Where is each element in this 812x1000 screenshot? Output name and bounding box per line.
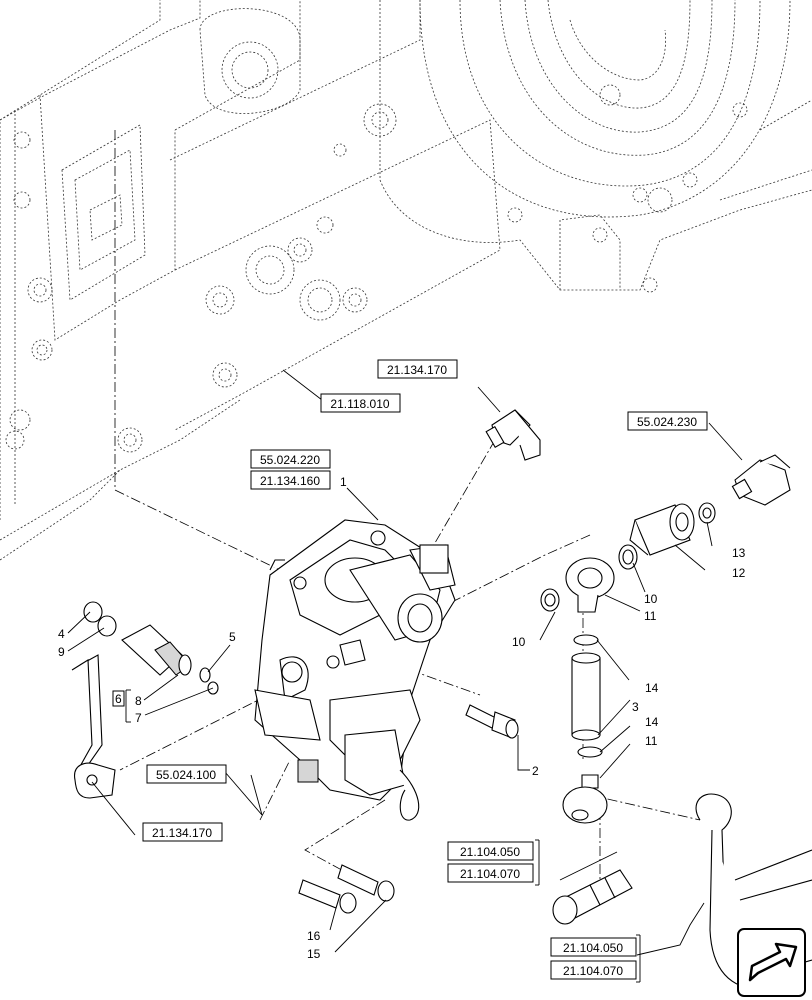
callout-10-lower: 10	[512, 635, 526, 649]
bolt-15	[337, 864, 395, 902]
callout-16: 16	[307, 929, 321, 943]
ref-21-104-070-middle[interactable]: 21.104.070	[447, 863, 534, 883]
banjo-fitting-11-upper	[565, 557, 615, 613]
leader-lines	[67, 369, 743, 983]
ref-21-134-160[interactable]: 21.134.160	[250, 470, 331, 490]
ref-21-134-170-top[interactable]: 21.134.170	[377, 359, 458, 379]
callout-2: 2	[532, 764, 539, 778]
callout-8: 8	[135, 694, 142, 708]
o-ring-5	[199, 667, 211, 683]
callout-14-lower: 14	[645, 715, 659, 729]
svg-text:55.024.220: 55.024.220	[260, 453, 320, 467]
ref-21-118-010[interactable]: 21.118.010	[320, 393, 401, 413]
svg-text:21.134.160: 21.134.160	[260, 474, 320, 488]
pressure-sensor	[731, 454, 791, 506]
ref-21-104-070-bottom[interactable]: 21.104.070	[550, 960, 637, 980]
callout-4: 4	[58, 627, 65, 641]
svg-text:21.134.170: 21.134.170	[152, 826, 212, 840]
bolt-2	[465, 704, 519, 739]
banjo-bolt-12	[629, 503, 695, 556]
fitting-8	[121, 624, 192, 676]
svg-text:21.118.010: 21.118.010	[330, 397, 389, 411]
tube-3	[571, 652, 601, 741]
svg-text:21.104.070: 21.104.070	[563, 964, 623, 978]
ref-55-024-230[interactable]: 55.024.230	[627, 411, 708, 431]
ref-21-134-170-bottom[interactable]: 21.134.170	[142, 822, 223, 842]
svg-text:21.104.050: 21.104.050	[563, 941, 623, 955]
callout-15: 15	[307, 947, 321, 961]
banjo-fitting-11-lower	[562, 774, 608, 824]
ref-55-024-100[interactable]: 55.024.100	[146, 764, 227, 784]
callout-11-lower: 11	[645, 734, 658, 748]
transmission-housing-ghost	[0, 0, 812, 561]
callout-7: 7	[135, 711, 142, 725]
callout-3: 3	[632, 700, 639, 714]
svg-text:21.104.070: 21.104.070	[460, 867, 520, 881]
callout-13: 13	[732, 546, 746, 560]
ref-21-104-050-bottom[interactable]: 21.104.050	[550, 937, 637, 957]
part-callouts: 1 2 3 4 5 6 8 7 9 10 10 11 11 12 13 14 1…	[58, 475, 746, 961]
o-ring-4	[83, 601, 103, 623]
svg-text:21.104.050: 21.104.050	[460, 845, 520, 859]
svg-text:55.024.100: 55.024.100	[156, 768, 216, 782]
callout-5: 5	[229, 630, 236, 644]
o-ring-9	[97, 615, 117, 637]
callout-1: 1	[340, 475, 347, 489]
hose-left	[71, 654, 116, 799]
callout-10-upper: 10	[644, 592, 658, 606]
washer-13-hole	[702, 507, 712, 519]
callout-12: 12	[732, 566, 746, 580]
valve-block	[254, 519, 456, 821]
callout-6: 6	[115, 692, 122, 706]
ref-55-024-220[interactable]: 55.024.220	[250, 449, 331, 469]
callout-11-upper: 11	[644, 609, 657, 623]
svg-text:21.134.170: 21.134.170	[387, 363, 447, 377]
o-ring-14-lower	[577, 746, 603, 758]
banjo-bolt-lower	[552, 869, 633, 925]
ref-21-104-050-middle[interactable]: 21.104.050	[447, 841, 534, 861]
washer-10-lower-hole	[544, 593, 556, 607]
callout-6-box	[112, 690, 125, 707]
top-fitting	[485, 409, 541, 461]
o-ring-14-upper	[573, 634, 599, 646]
callout-9: 9	[58, 645, 65, 659]
svg-text:55.024.230: 55.024.230	[637, 415, 697, 429]
callout-14-upper: 14	[645, 681, 659, 695]
washer-10-upper-hole	[622, 549, 634, 565]
bolt-16	[298, 879, 357, 914]
next-page-arrow-icon[interactable]	[737, 928, 806, 997]
